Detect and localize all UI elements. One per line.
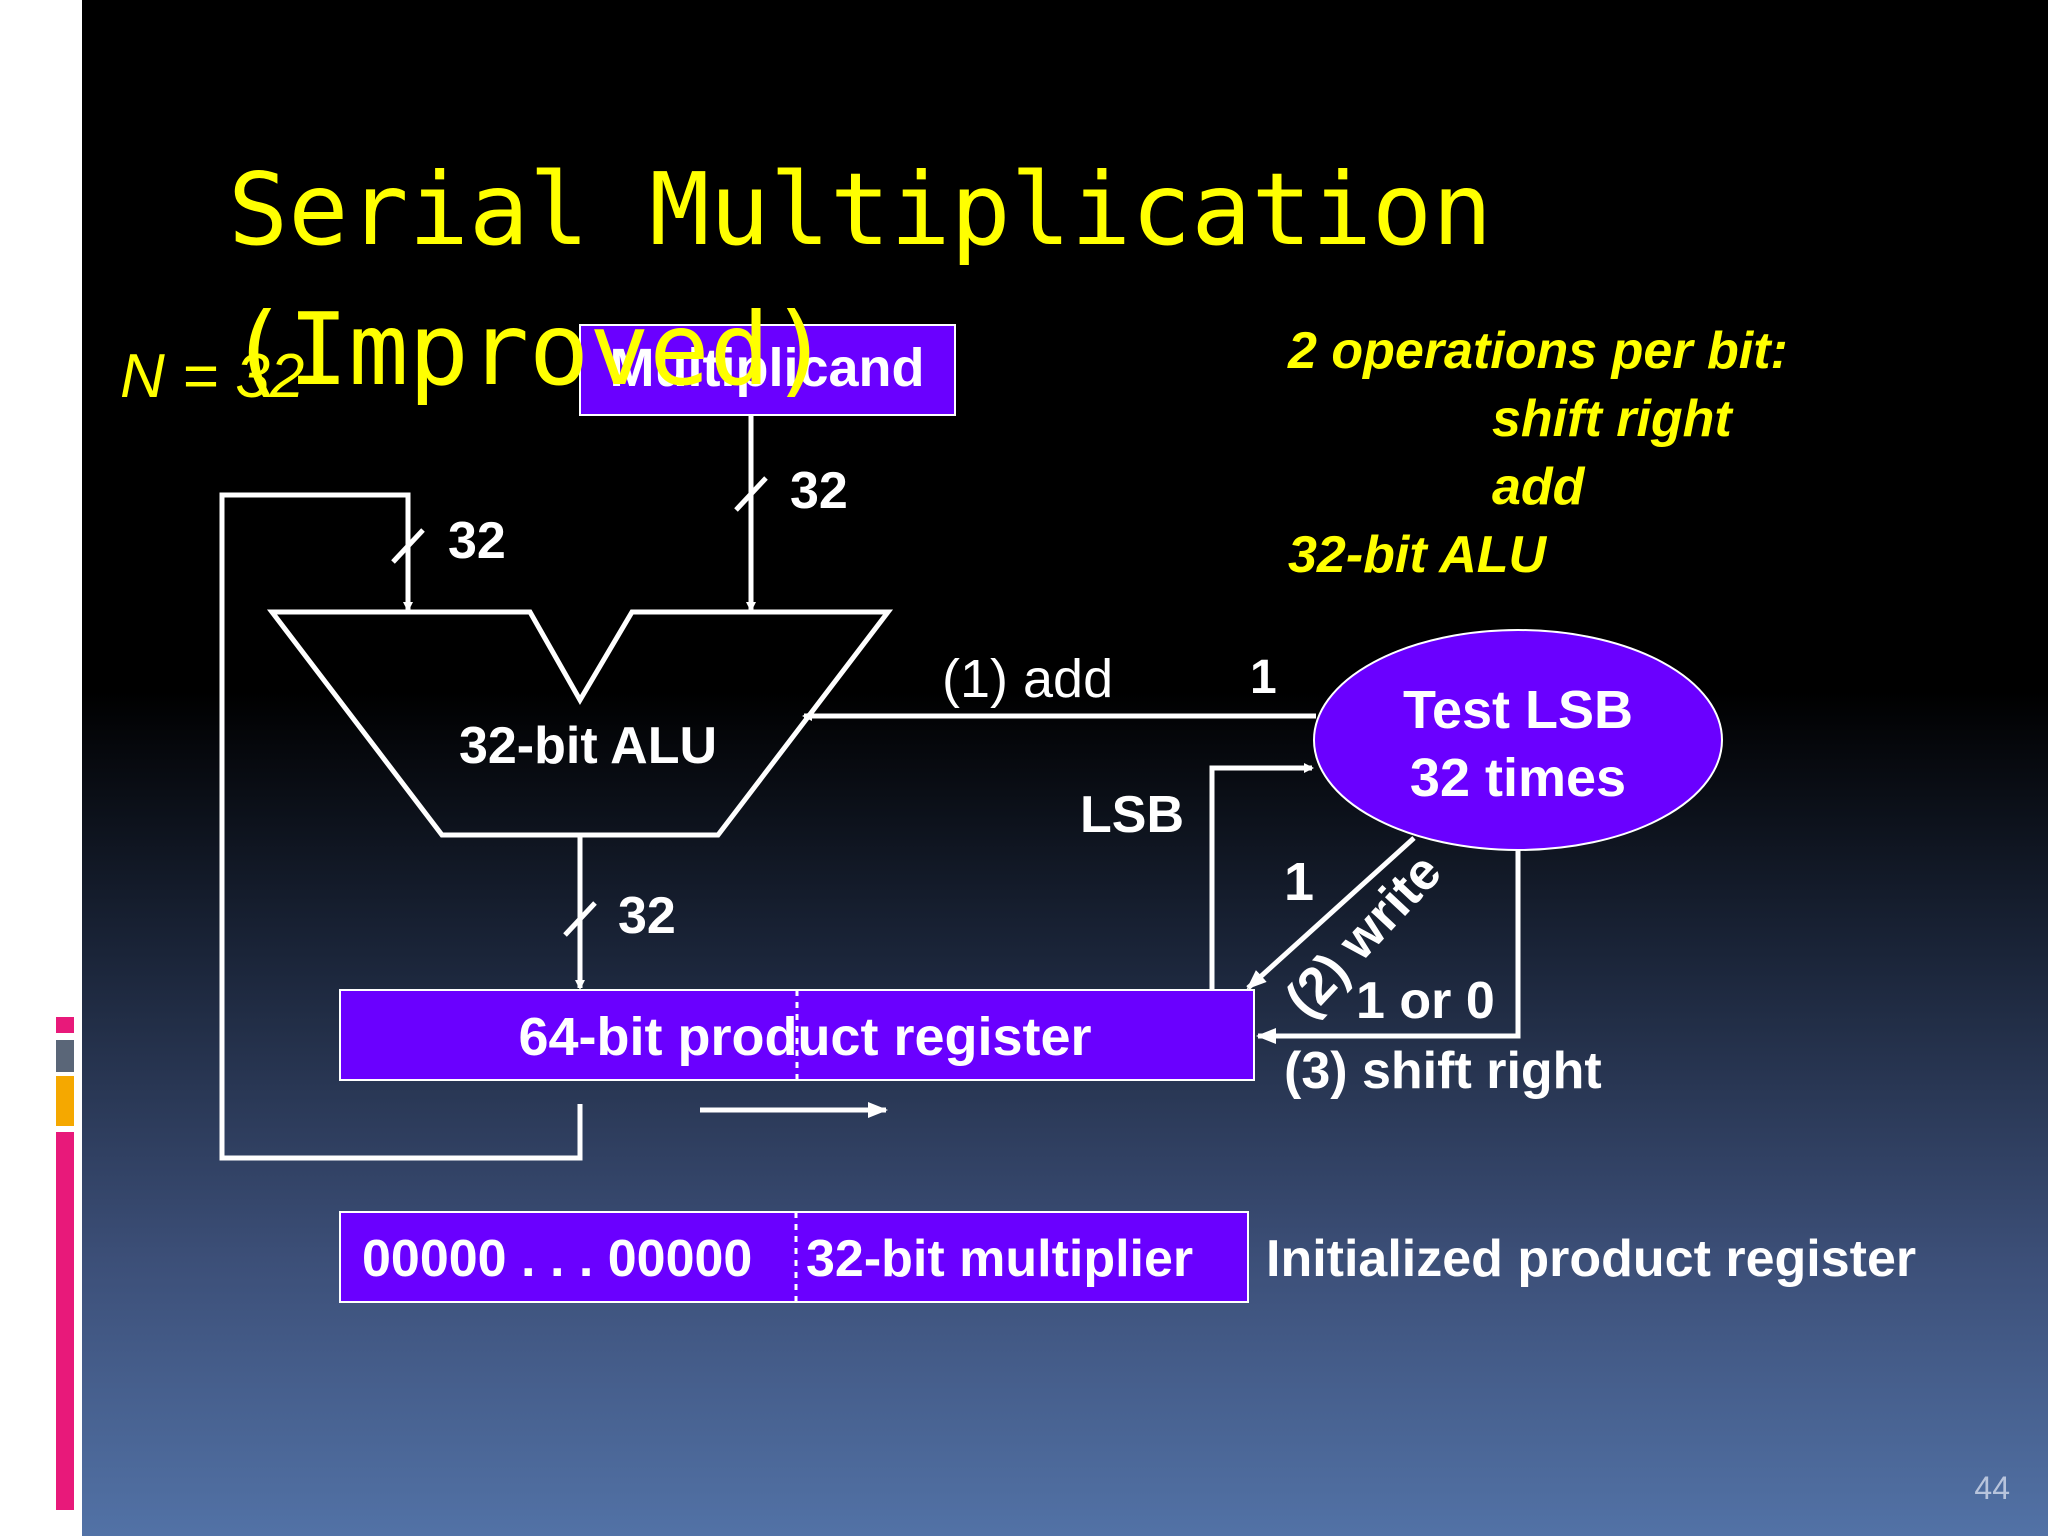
write-control-line: [1246, 836, 1416, 990]
accent-stripe: [56, 1017, 74, 1033]
feedback-loop: [219, 492, 583, 1161]
alu-label: 32-bit ALU: [459, 717, 717, 775]
add-label: (1) add: [942, 649, 1113, 709]
init-caption: Initialized product register: [1266, 1230, 1916, 1288]
bus-slash: [734, 476, 768, 512]
product-register-label: 64-bit product register: [518, 1007, 1091, 1067]
test-lsb-control: [1313, 629, 1723, 851]
page-number: 44: [1974, 1470, 2010, 1506]
lsb-line: [1209, 763, 1314, 990]
test-lsb-line2: 32 times: [1410, 748, 1626, 808]
lsb-label: LSB: [1080, 786, 1184, 844]
accent-stripe: [56, 1076, 74, 1126]
notes-line-4: 32-bit ALU: [1288, 526, 1548, 584]
write-value: 1: [1284, 852, 1314, 912]
bus-width-alu-out: 32: [618, 887, 676, 945]
multiplicand-label: Multiplicand: [610, 338, 925, 398]
slide-left-margin: [0, 0, 82, 1536]
n-label: N = 32: [120, 342, 304, 411]
bus-slash: [563, 901, 597, 937]
slide-title: Serial Multiplication (Improved): [228, 151, 1493, 408]
init-upper-half: 00000 . . . 00000: [362, 1230, 752, 1288]
bus-width-feedback: 32: [448, 512, 506, 570]
bus-width-multiplicand: 32: [790, 462, 848, 520]
init-lower-half: 32-bit multiplier: [806, 1230, 1193, 1288]
multiplicand-box: [579, 324, 956, 416]
shift-control-line: [1256, 850, 1521, 1044]
bus-slash: [391, 528, 425, 564]
initialized-register-box: [339, 1211, 1249, 1303]
test-lsb-line1: Test LSB: [1403, 680, 1633, 740]
add-value: 1: [1250, 651, 1277, 704]
alu-shape: [266, 609, 894, 838]
write-bit-value: 1 or 0: [1356, 972, 1495, 1030]
notes-line-3: add: [1492, 458, 1586, 516]
accent-stripe: [56, 1040, 74, 1072]
notes-line-1: 2 operations per bit:: [1287, 322, 1788, 380]
accent-stripe: [56, 1132, 74, 1510]
notes-line-2: shift right: [1492, 390, 1734, 448]
shift-label: (3) shift right: [1284, 1042, 1602, 1100]
